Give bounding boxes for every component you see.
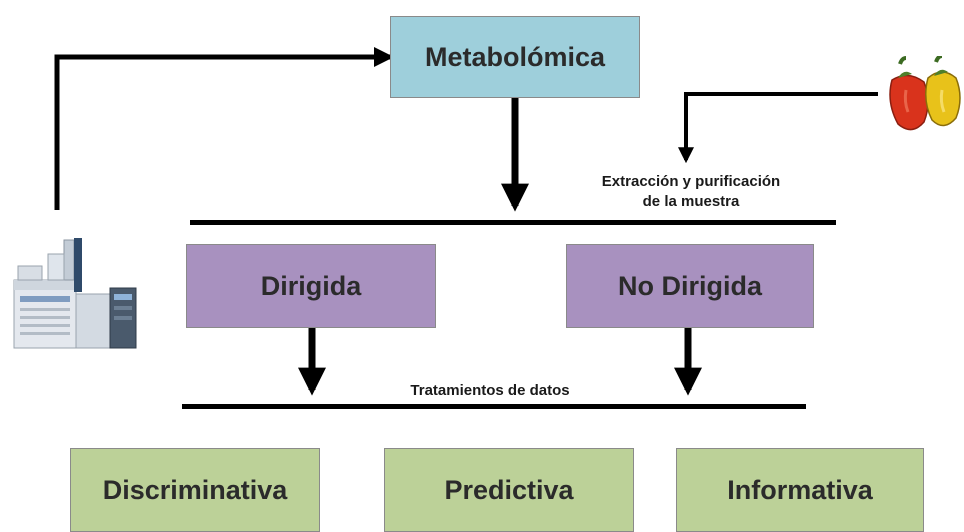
- analytical-instrument-icon: [13, 238, 137, 349]
- data-treatment-label: Tratamientos de datos: [410, 382, 570, 399]
- discriminativa-box: Discriminativa: [70, 448, 320, 532]
- arrow-instrument-to-metabolomica: [54, 47, 394, 210]
- extraction-label: Extracción y purificación de la muestra: [556, 172, 826, 212]
- extraction-label-line2: de la muestra: [642, 193, 740, 210]
- pepper-icon: [889, 56, 961, 131]
- arrow-peppers-to-extraction: [678, 92, 878, 164]
- informativa-box: Informativa: [676, 448, 924, 532]
- predictiva-box: Predictiva: [384, 448, 634, 532]
- data-treatment-divider: [182, 404, 806, 409]
- extraction-label-line1: Extracción y purificación: [601, 173, 781, 190]
- metabolomica-box: Metabolómica: [390, 16, 640, 98]
- dirigida-box: Dirigida: [186, 244, 436, 328]
- extraction-divider: [190, 220, 836, 225]
- no-dirigida-box: No Dirigida: [566, 244, 814, 328]
